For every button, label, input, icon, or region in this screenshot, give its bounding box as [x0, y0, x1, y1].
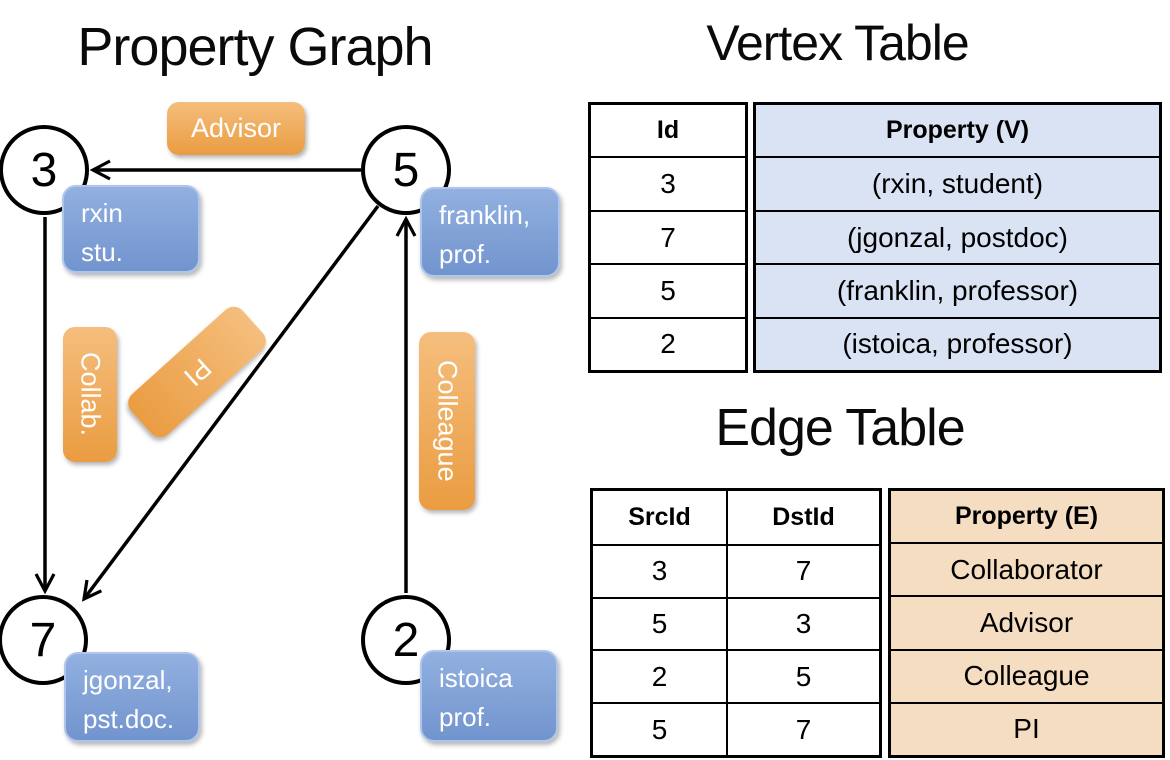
vertex-id-label: 3	[30, 143, 58, 197]
vertex-table-property-cell: (istoica, professor)	[756, 316, 1159, 370]
vertex-property-line: pst.doc.	[83, 704, 175, 734]
edge-table-dstid-cell: 7	[726, 543, 879, 597]
edge-table-property-cell: Collaborator	[891, 542, 1162, 595]
edge-table-title: Edge Table	[715, 399, 965, 457]
vertex-table-property-cell: (rxin, student)	[756, 156, 1159, 209]
edge-pi-line	[81, 204, 380, 602]
edge-table-property-cell: PI	[891, 701, 1162, 755]
edge-table-property-cell: Advisor	[891, 595, 1162, 648]
edge-label-advisor: Advisor	[167, 102, 305, 155]
vertex-property-box-franklin: franklin, prof.	[420, 187, 560, 277]
vertex-property-line: prof.	[439, 702, 492, 732]
edge-label-collab: Collab.	[63, 327, 117, 462]
vertex-property-line: jgonzal,	[83, 665, 173, 695]
vertex-table-id-cell: 5	[591, 263, 745, 316]
edge-table-header-dstid: DstId	[726, 491, 879, 544]
vertex-table-property-cell: (jgonzal, postdoc)	[756, 209, 1159, 263]
edge-table-header-property: Property (E)	[954, 502, 1099, 531]
vertex-id-label: 5	[392, 143, 420, 197]
vertex-property-box-jgonzal: jgonzal, pst.doc.	[64, 652, 200, 742]
vertex-property-line: stu.	[81, 237, 123, 267]
graph-edges-layer	[34, 159, 417, 602]
vertex-property-line: prof.	[439, 239, 492, 269]
vertex-table-id-column: Id 3 7 5 2	[588, 102, 748, 373]
edge-table-srcid-cell: 5	[593, 596, 726, 650]
edge-table-property-column: Property (E) Collaborator Advisor Collea…	[888, 488, 1165, 758]
vertex-table-title: Vertex Table	[706, 15, 969, 71]
edge-table-srcid-cell: 2	[593, 649, 726, 702]
edge-table-property-cell: Colleague	[891, 648, 1162, 702]
vertex-table-property-cell: (franklin, professor)	[756, 263, 1159, 316]
edge-table-srcid-cell: 5	[593, 702, 726, 755]
vertex-id-label: 2	[392, 613, 420, 667]
vertex-table-property-column: Property (V) (rxin, student) (jgonzal, p…	[753, 102, 1162, 373]
vertex-property-box-rxin: rxin stu.	[62, 185, 200, 273]
edge-table-dstid-cell: 7	[726, 702, 879, 755]
vertex-property-box-istoica: istoica prof.	[420, 650, 558, 742]
edge-table-dstid-cell: 5	[726, 649, 879, 703]
vertex-table-id-cell: 7	[591, 209, 745, 263]
edge-table-dstid-cell: 3	[726, 596, 879, 650]
vertex-circle-2: 2	[361, 595, 451, 685]
vertex-table-id-cell: 2	[591, 316, 745, 370]
vertex-property-line: franklin,	[439, 200, 531, 230]
edge-table-header-srcid: SrcId	[628, 502, 691, 531]
vertex-table-id-cell: 3	[591, 156, 745, 209]
edge-table-id-columns: SrcId DstId 3 7 5 3 2 5 5 7	[590, 488, 882, 758]
vertex-id-label: 7	[29, 613, 57, 667]
vertex-circle-5: 5	[361, 125, 451, 215]
vertex-table-header-id: Id	[656, 116, 680, 145]
vertex-property-line: rxin	[81, 198, 123, 228]
edge-table-srcid-cell: 3	[593, 543, 726, 597]
vertex-property-line: istoica	[439, 663, 513, 693]
edge-label-colleague: Colleague	[419, 332, 475, 510]
property-graph-title: Property Graph	[77, 17, 433, 77]
vertex-table-header-property: Property (V)	[885, 116, 1030, 145]
